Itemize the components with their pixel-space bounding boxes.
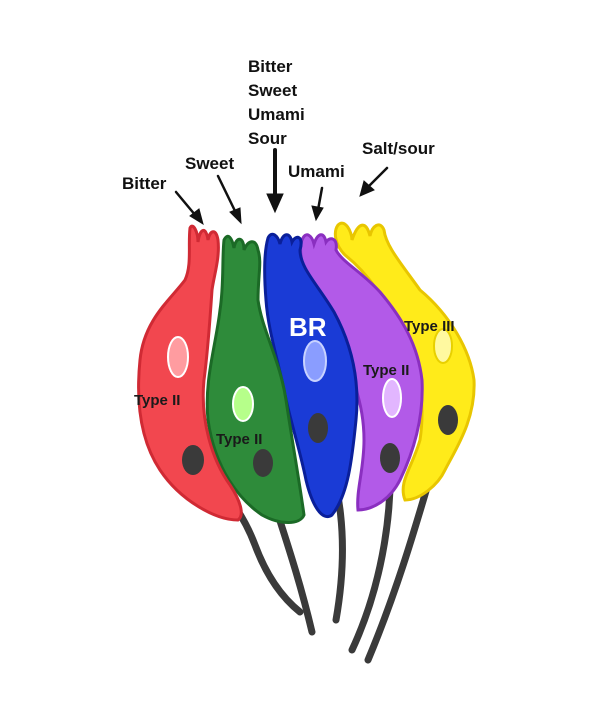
arrow-sweet (216, 174, 242, 225)
cell-label-blue: BR (289, 312, 327, 342)
cell-green-body (205, 234, 306, 524)
cell-yellow-nerve-ending (438, 405, 458, 435)
label-salt-sour: Salt/sour (362, 139, 435, 158)
cell-green (205, 234, 306, 524)
cell-purple-nucleus (382, 378, 402, 418)
arrow-bitter (174, 190, 204, 226)
cell-green-nucleus (232, 386, 254, 422)
cell-label-green: Type II (216, 431, 262, 448)
arrows (174, 148, 389, 226)
cell-yellow-nucleus (433, 328, 453, 364)
stack-label-umami: Umami (248, 105, 305, 124)
arrow-umami (311, 186, 324, 222)
stack-label-bitter: Bitter (248, 57, 293, 76)
cell-red-nerve-ending (182, 445, 204, 475)
cell-blue-nerve-ending (308, 413, 328, 443)
arrow-stack (266, 148, 284, 214)
cell-label-yellow: Type III (404, 318, 455, 335)
cell-red-body (137, 224, 243, 522)
cell-label-red: Type II (134, 392, 180, 409)
label-bitter: Bitter (122, 174, 167, 193)
label-umami: Umami (288, 162, 345, 181)
stack-label-sweet: Sweet (248, 81, 297, 100)
arrow-salt-sour (359, 166, 389, 197)
cell-label-purple: Type II (363, 362, 409, 379)
cell-red (137, 224, 243, 522)
cell-green-nerve-ending (253, 449, 273, 477)
cell-purple-nerve-ending (380, 443, 400, 473)
stack-label-sour: Sour (248, 129, 287, 148)
cell-blue-nucleus (303, 340, 327, 382)
label-sweet: Sweet (185, 154, 234, 173)
cell-red-nucleus (167, 336, 189, 378)
